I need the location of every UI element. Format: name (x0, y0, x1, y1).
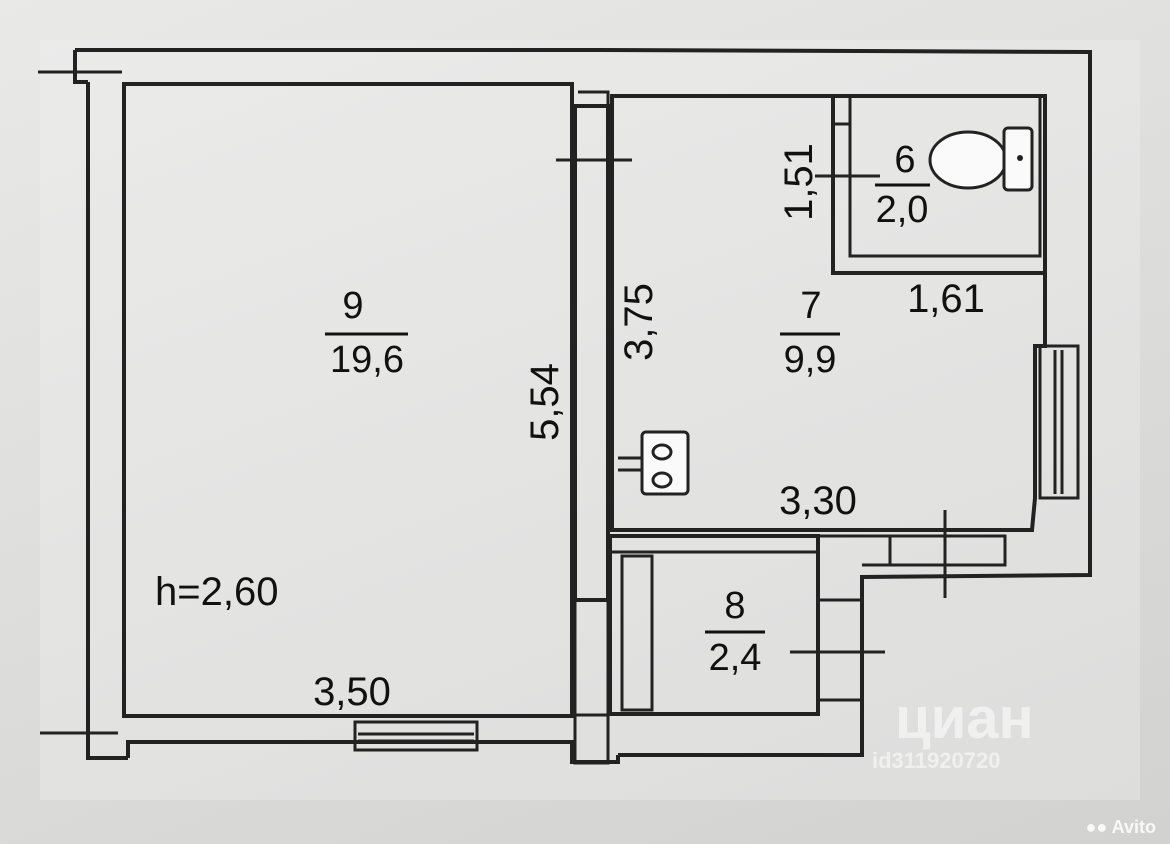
svg-text:8: 8 (724, 585, 745, 627)
svg-text:7: 7 (800, 285, 821, 327)
svg-text:6: 6 (894, 139, 915, 181)
cian-brand: циан (895, 686, 1034, 751)
cian-watermark: циан (895, 690, 1034, 748)
dim-ceiling-height: h=2,60 (155, 570, 278, 614)
outer-walls (38, 48, 1092, 764)
dim-living-length: 5,54 (523, 363, 567, 441)
dim-kitchen-length: 3,75 (617, 283, 661, 361)
room-living (122, 82, 574, 718)
label-toilet: 6 2,0 (875, 139, 930, 231)
listing-id-watermark: id311920720 (872, 748, 1000, 774)
listing-id: id311920720 (872, 748, 1001, 773)
partition-wall (556, 90, 632, 765)
sink-icon (618, 430, 690, 496)
living-window (353, 720, 479, 752)
label-kitchen: 7 9,9 (780, 285, 840, 381)
dim-living-width: 3,50 (313, 670, 391, 714)
dim-kitchen-width: 3,30 (779, 479, 857, 523)
svg-text:19,6: 19,6 (330, 339, 404, 381)
dim-toilet-length: 1,51 (777, 143, 821, 221)
avito-dots-icon: ●● (1085, 817, 1108, 837)
label-living: 9 19,6 (325, 285, 408, 381)
kitchen-window (1038, 344, 1080, 500)
svg-text:2,0: 2,0 (876, 189, 929, 231)
svg-text:9: 9 (342, 285, 363, 327)
avito-label: Avito (1111, 817, 1156, 837)
svg-text:2,4: 2,4 (709, 637, 762, 679)
avito-logo: ●● Avito (1086, 817, 1156, 838)
svg-text:9,9: 9,9 (784, 339, 837, 381)
dimension-ticks (790, 174, 885, 654)
label-hall: 8 2,4 (705, 585, 765, 679)
toilet-icon (928, 126, 1034, 192)
room-hall (608, 534, 820, 716)
entry-walls (818, 510, 1007, 702)
dim-toilet-width: 1,61 (907, 277, 985, 321)
